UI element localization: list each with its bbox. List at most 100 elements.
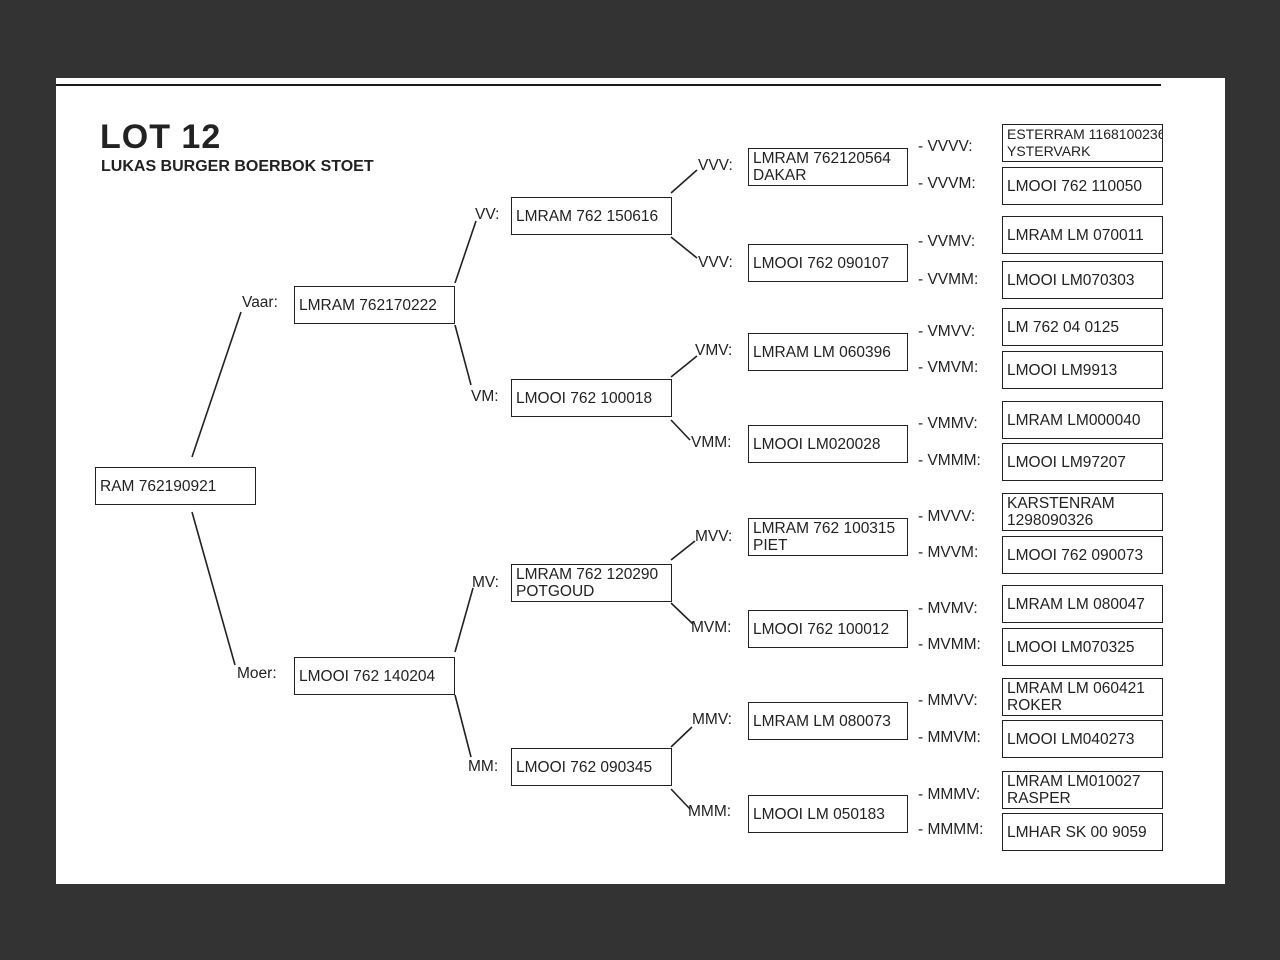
mv-name: POTGOUD [516,583,595,600]
mmv-id: LMRAM LM 080073 [753,712,891,730]
vmm-label: VMM: [691,434,732,451]
dam-label: Moer: [237,665,277,682]
vvmm-id: LMOOI LM070303 [1007,271,1135,289]
vvvm-box: LMOOI 762 110050 [1002,167,1163,205]
vmvv-label: - VMVV: [918,323,976,340]
mvmv-label: - MVMV: [918,600,978,617]
mmmv-name: RASPER [1007,790,1071,807]
mmm-label: MMM: [688,803,732,820]
vvm-box: LMOOI 762 090107 [748,244,908,282]
mmvm-id: LMOOI LM040273 [1007,730,1135,748]
vvm-label: VVV: [698,254,733,271]
sire-label: Vaar: [242,294,278,311]
connector-line [454,694,472,758]
mm-id: LMOOI 762 090345 [516,758,653,776]
vv-label: VV: [475,206,500,223]
vmv-label: VMV: [695,342,733,359]
connector-line [670,540,696,561]
vvvv-id: ESTERRAM 1168100236 [1007,126,1163,142]
mmmm-id: LMHAR SK 00 9059 [1007,823,1147,841]
vvvv-label: - VVVV: [918,138,973,155]
mmv-label: MMV: [692,711,732,728]
mvvv-id: KARSTENRAM [1007,495,1115,512]
mvmm-box: LMOOI LM070325 [1002,628,1163,666]
lot-title: LOT 12 [100,118,222,156]
vvv-id: LMRAM 762120564 [753,150,891,167]
mmvv-label: - MMVV: [918,692,978,709]
mvv-label: MVV: [695,528,733,545]
mvmv-id: LMRAM LM 080047 [1007,595,1145,613]
mmv-box: LMRAM LM 080073 [748,702,908,740]
vmvv-id: LM 762 04 0125 [1007,318,1120,336]
mvm-box: LMOOI 762 100012 [748,610,908,648]
mmmm-label: - MMMM: [918,821,984,838]
mmm-id: LMOOI LM 050183 [753,805,885,823]
mvm-id: LMOOI 762 100012 [753,620,890,638]
vmmv-box: LMRAM LM000040 [1002,401,1163,439]
vvv-label: VVV: [698,157,733,174]
connector-line [670,169,698,194]
dam-id: LMOOI 762 140204 [299,667,436,685]
vmmm-box: LMOOI LM97207 [1002,443,1163,481]
vvmv-label: - VVMV: [918,233,976,250]
vv-box: LMRAM 762 150616 [511,197,672,235]
dam-box: LMOOI 762 140204 [294,657,455,695]
mm-box: LMOOI 762 090345 [511,748,672,786]
vvm-id: LMOOI 762 090107 [753,254,890,272]
mvvv-label: - MVVV: [918,508,976,525]
vmvv-box: LM 762 04 0125 [1002,308,1163,346]
mv-id: LMRAM 762 120290 [516,566,659,583]
connector-line [454,324,472,386]
mm-label: MM: [468,758,499,775]
vmmv-id: LMRAM LM000040 [1007,411,1141,429]
mmmv-id: LMRAM LM010027 [1007,773,1141,790]
mvvm-box: LMOOI 762 090073 [1002,536,1163,574]
connector-line [670,236,698,259]
vvvm-label: - VVVM: [918,175,976,192]
mmvm-box: LMOOI LM040273 [1002,720,1163,758]
mmmv-label: - MMMV: [918,786,981,803]
vm-id: LMOOI 762 100018 [516,389,653,407]
vvv-box: LMRAM 762120564 DAKAR [748,148,908,186]
mmm-box: LMOOI LM 050183 [748,795,908,833]
mmvm-label: - MMVM: [918,729,981,746]
vmmv-label: - VMMV: [918,415,978,432]
sire-box: LMRAM 762170222 [294,286,455,324]
vvmm-box: LMOOI LM070303 [1002,261,1163,299]
vm-label: VM: [471,388,499,405]
vvvv-box: ESTERRAM 1168100236 YSTERVARK [1002,124,1163,162]
vvv-name: DAKAR [753,167,807,184]
mmmm-box: LMHAR SK 00 9059 [1002,813,1163,851]
mmvv-id: LMRAM LM 060421 [1007,680,1145,697]
vmmm-id: LMOOI LM97207 [1007,453,1126,471]
vmv-id: LMRAM LM 060396 [753,343,891,361]
connector-line [191,311,242,458]
connector-line [454,220,477,284]
mvmv-box: LMRAM LM 080047 [1002,585,1163,623]
connector-line [670,788,691,810]
mv-box: LMRAM 762 120290 POTGOUD [511,564,672,602]
mvvv-box: KARSTENRAM 1298090326 [1002,493,1163,531]
connector-line [670,726,693,748]
vmv-box: LMRAM LM 060396 [748,333,908,371]
vvmv-id: LMRAM LM 070011 [1007,226,1144,244]
vm-box: LMOOI 762 100018 [511,379,672,417]
sire-id: LMRAM 762170222 [299,296,437,314]
mvv-box: LMRAM 762 100315 PIET [748,518,908,556]
vmvm-label: - VMVM: [918,359,979,376]
mmvv-box: LMRAM LM 060421 ROKER [1002,678,1163,716]
mmmv-box: LMRAM LM010027 RASPER [1002,771,1163,809]
connector-line [454,587,474,653]
mvvv-number: 1298090326 [1007,512,1094,529]
connector-line [670,355,698,378]
stud-name: LUKAS BURGER BOERBOK STOET [101,158,374,175]
mv-label: MV: [472,574,499,591]
mvmm-label: - MVMM: [918,636,981,653]
vvmv-box: LMRAM LM 070011 [1002,216,1163,254]
mvv-name: PIET [753,537,788,554]
vmvm-id: LMOOI LM9913 [1007,361,1118,379]
vmvm-box: LMOOI LM9913 [1002,351,1163,389]
vv-id: LMRAM 762 150616 [516,207,659,225]
top-rule [56,84,1161,86]
